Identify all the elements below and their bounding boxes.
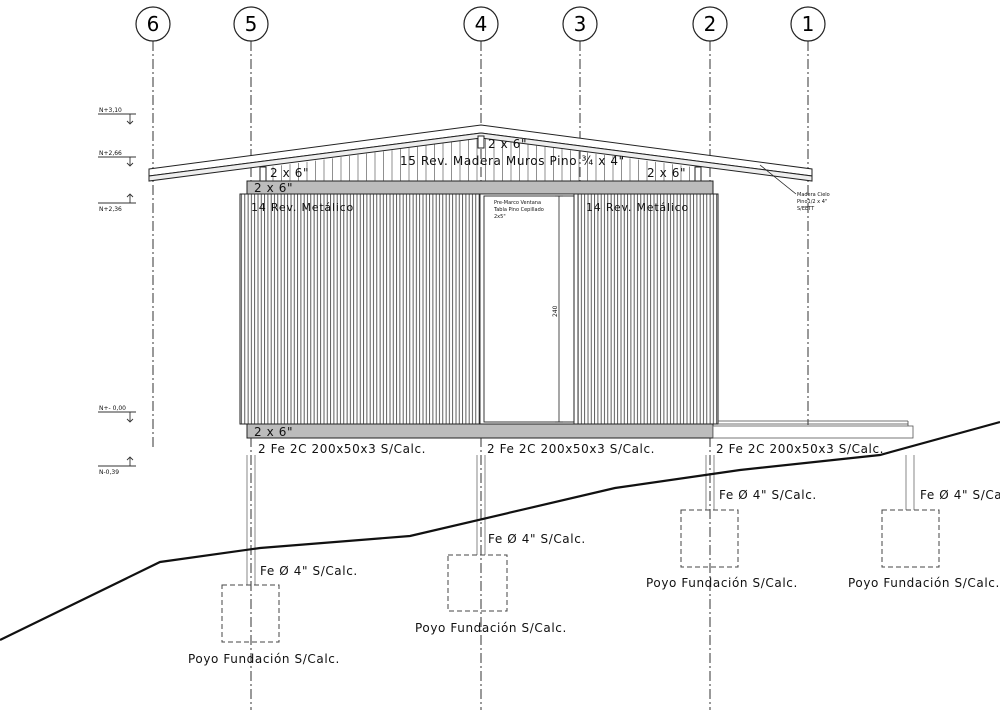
footings: [221, 509, 940, 643]
footing-axis-2: [680, 509, 739, 568]
wall-left: [239, 193, 481, 425]
axis-label-3: 3: [574, 12, 587, 36]
gable-cladding: [262, 138, 700, 181]
window-frame-label-2: Tabla Pino Cepillado: [493, 207, 544, 213]
ceiling-leader: [759, 164, 797, 195]
window-height-label: 240: [552, 305, 559, 317]
base-beam: [246, 423, 714, 439]
steel-post-label-2: Fe Ø 4" S/Calc.: [488, 532, 586, 546]
footing-label-3: Poyo Fundación S/Calc.: [646, 576, 798, 590]
footing-axis-1: [881, 509, 940, 568]
level-039-label: N-0,39: [99, 469, 119, 476]
beam-label-top-right: 2 x 6": [647, 166, 686, 180]
steel-beam-label-2: 2 Fe 2C 200x50x3 S/Calc.: [487, 442, 655, 456]
window-frame-label-1: Pre-Marco Ventana: [494, 200, 541, 206]
axis-label-5: 5: [245, 12, 258, 36]
ceiling-note-2: Pino1/2 x 4": [797, 199, 827, 205]
terrain-line: [0, 420, 1000, 641]
steel-beam-label-3: 2 Fe 2C 200x50x3 S/Calc.: [716, 442, 884, 456]
axis-label-4: 4: [475, 12, 488, 36]
steel-posts: [246, 455, 915, 585]
base-beam-label: 2 x 6": [254, 425, 293, 439]
level-266-label: N+2,66: [99, 150, 122, 157]
steel-post-label-1: Fe Ø 4" S/Calc.: [260, 564, 358, 578]
wall-right: [577, 193, 719, 425]
gable-cladding-label: 15 Rev. Madera Muros Pino ¾ x 4": [400, 154, 625, 168]
level-310-label: N+3,10: [99, 107, 122, 114]
footing-label-4: Poyo Fundación S/Calc.: [848, 576, 1000, 590]
axis-label-1: 1: [802, 12, 815, 36]
steel-post-label-4: Fe Ø 4" S/Calc.: [920, 488, 1000, 502]
wall-left-label: 14 Rev. Metálico: [251, 201, 354, 214]
grid-bubbles: [135, 6, 826, 42]
level-236-label: N+2,36: [99, 206, 122, 213]
footing-label-2: Poyo Fundación S/Calc.: [415, 621, 567, 635]
wall-right-label: 14 Rev. Metálico: [586, 201, 689, 214]
footing-axis-4: [447, 554, 508, 612]
beam-label-top-center: 2 x 6": [488, 137, 527, 151]
beam-label-top-left: 2 x 6": [270, 166, 309, 180]
window-frame-label-3: 2x5": [494, 214, 506, 220]
footing-label-1: Poyo Fundación S/Calc.: [188, 652, 340, 666]
ring-beam: [246, 180, 714, 195]
ring-beam-label: 2 x 6": [254, 181, 293, 195]
window-opening: [479, 193, 579, 425]
level-000-label: N+- 0,00: [99, 405, 126, 412]
ceiling-note-1: Madera Cielo: [797, 192, 830, 198]
steel-post-label-3: Fe Ø 4" S/Calc.: [719, 488, 817, 502]
level-markers: [98, 113, 136, 467]
window-height-dimension: [555, 195, 563, 423]
footing-axis-5: [221, 584, 280, 643]
axis-label-2: 2: [704, 12, 717, 36]
steel-beam-label-1: 2 Fe 2C 200x50x3 S/Calc.: [258, 442, 426, 456]
ceiling-note-3: S/EETT: [797, 206, 815, 212]
axis-label-6: 6: [147, 12, 160, 36]
roof: [148, 124, 813, 182]
deck-beam: [712, 425, 914, 439]
